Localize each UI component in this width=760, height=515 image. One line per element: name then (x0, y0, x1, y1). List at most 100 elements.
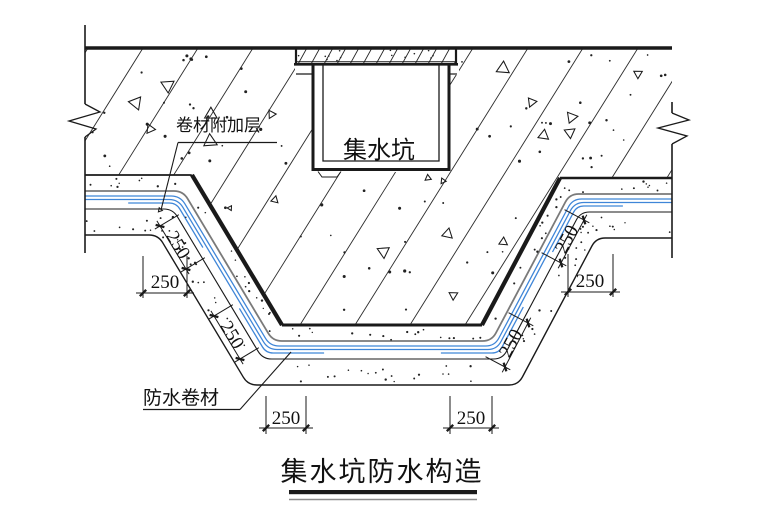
concrete-dot (262, 307, 264, 310)
concrete-dot (204, 55, 208, 59)
membrane-extra-strip (440, 306, 524, 354)
concrete-dot (162, 236, 165, 239)
concrete-dot (296, 365, 299, 368)
concrete-dot (403, 269, 407, 273)
hatch-line (334, 48, 614, 325)
concrete-dot (479, 336, 482, 339)
concrete-dot (642, 180, 645, 183)
concrete-dot (351, 332, 354, 335)
cutout (312, 63, 450, 172)
concrete-dot (448, 337, 451, 340)
concrete-dot (224, 206, 227, 210)
hatch-line (85, 48, 174, 325)
pit-label: 集水坑 (343, 137, 415, 164)
concrete-dot (587, 231, 590, 234)
concrete-dot (244, 276, 246, 278)
concrete-dot (513, 282, 516, 285)
concrete-dot (149, 229, 152, 232)
concrete-dot (475, 127, 479, 131)
concrete-dot (663, 73, 667, 77)
pit-inner-wall (322, 64, 440, 162)
membrane-line-1 (85, 195, 672, 347)
hatch-line (85, 48, 229, 325)
concrete-dot (417, 331, 420, 334)
concrete-dot (103, 111, 106, 114)
concrete-dot (445, 365, 448, 367)
concrete-dot (369, 333, 372, 336)
dim-arrow-tick (525, 318, 531, 328)
concrete-dot (406, 330, 409, 334)
concrete-dot (221, 144, 224, 147)
aggregate-triangle (127, 96, 142, 111)
concrete-dot (595, 229, 598, 232)
concrete-dot (367, 267, 371, 270)
concrete-dot (333, 375, 336, 378)
cover-hatch-line (453, 59, 456, 64)
concrete-dot (93, 230, 96, 232)
concrete-dot (187, 257, 190, 260)
concrete-dot (327, 55, 330, 57)
concrete-dot (291, 328, 294, 330)
concrete-dot (647, 186, 649, 188)
hatch-line (664, 48, 672, 325)
concrete-dot (538, 150, 542, 154)
concrete-dot (645, 183, 648, 185)
concrete-dot (297, 54, 300, 57)
concrete-dot (244, 285, 247, 288)
concrete-dot (423, 200, 426, 203)
concrete-dot (563, 187, 566, 189)
concrete-dot (417, 373, 421, 376)
concrete-dot (590, 165, 593, 169)
dim-text: 250 (272, 408, 301, 429)
dim-text: 250 (457, 408, 486, 429)
dim-line (210, 310, 244, 365)
concrete-dot (442, 202, 445, 204)
dim-arrow-tick (502, 362, 508, 372)
pit-left-slope-edge (190, 173, 284, 327)
concrete-dot (207, 115, 210, 118)
concrete-dot (659, 74, 663, 78)
concrete-dot (213, 297, 216, 299)
hatch-line (609, 48, 672, 325)
dim-line (557, 214, 588, 269)
concrete-dot (550, 309, 553, 313)
aggregate-triangle (268, 109, 278, 120)
concrete-dot (138, 179, 141, 182)
dim-arrow-tick (488, 424, 496, 432)
concrete-dot (470, 380, 472, 383)
concrete-dot (108, 165, 111, 168)
concrete-dot (432, 54, 434, 57)
dim-text: 250 (495, 326, 527, 361)
membrane-leader-line (239, 351, 292, 410)
aggregate-triangle (202, 132, 219, 147)
concrete-dot (308, 327, 311, 330)
concrete-dot (629, 93, 632, 96)
concrete-dot (404, 240, 407, 243)
membrane-extra-strip (128, 202, 204, 248)
concrete-dot (190, 58, 194, 61)
screed-bottom-line (85, 208, 672, 360)
concrete-dot (298, 334, 301, 337)
concrete-dot (525, 107, 528, 110)
concrete-dot (116, 185, 119, 189)
concrete-dot (174, 182, 177, 185)
concrete-dot (208, 159, 212, 163)
drawing-title: 集水坑防水构造 (281, 457, 484, 487)
dim-witness-line (154, 214, 180, 230)
concrete-dot (646, 54, 649, 56)
dim-line (156, 220, 190, 275)
concrete-dot (308, 364, 310, 366)
concrete-dot (568, 189, 571, 192)
concrete-dot (558, 274, 560, 277)
dim-arrow-tick (446, 424, 454, 432)
concrete-dot (605, 118, 608, 122)
concrete-dot (191, 280, 194, 283)
concrete-dot (517, 159, 522, 163)
concrete-dot (581, 225, 584, 228)
hatch-line (279, 48, 559, 325)
dim-text: 250 (551, 222, 583, 257)
concrete-dot (197, 281, 200, 284)
membrane-extra-strip (238, 308, 325, 354)
concrete-dot (439, 336, 442, 339)
hatch-line (389, 48, 669, 325)
